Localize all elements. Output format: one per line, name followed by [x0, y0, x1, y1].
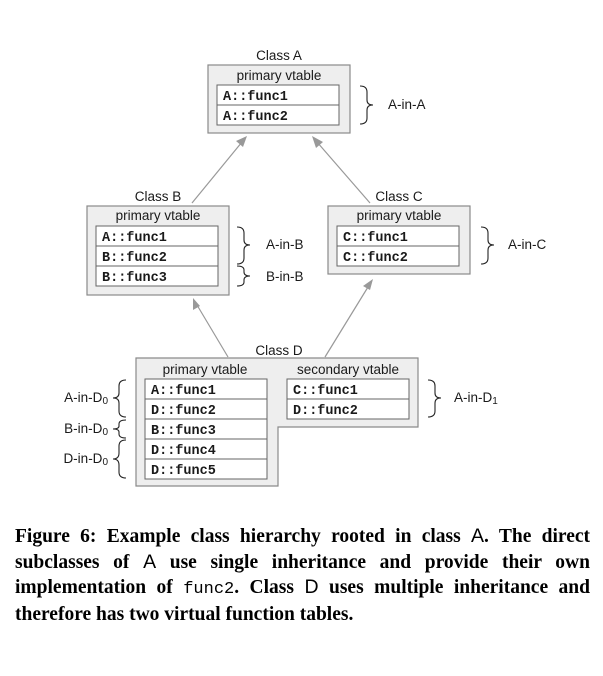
vtable-entry: B::func3 [151, 424, 216, 439]
brace-d-in-d0 [112, 439, 127, 479]
arrowhead-c-to-a [312, 136, 323, 148]
caption-class-name: A [143, 550, 157, 573]
region-label-a-in-b: A-in-B [266, 237, 304, 252]
region-subscript: 1 [492, 396, 498, 407]
region-label-a-in-a: A-in-A [388, 97, 426, 112]
arrowhead-d-to-b [193, 298, 200, 310]
region-label-b-in-d0: B-in-D0 [64, 421, 108, 438]
arrow-b-to-a [191, 141, 243, 204]
class-hierarchy-diagram: Class A primary vtable A::func1 A::func2… [63, 48, 547, 487]
vtable-entry-cell [216, 104, 340, 126]
inheritance-arrows [191, 136, 373, 358]
vtable-entry: B::func2 [102, 251, 167, 266]
vtable-entry: A::func2 [223, 110, 288, 125]
brace-b-in-b [236, 265, 251, 287]
region-label-a-in-d1: A-in-D1 [454, 390, 498, 407]
caption-class-name: A [471, 525, 485, 547]
brace-a-in-c [480, 226, 495, 265]
brace-a-in-d1 [427, 379, 442, 418]
arrow-d-to-c [324, 286, 369, 358]
arrow-d-to-b [196, 304, 229, 358]
vtable-entry: C::func1 [293, 384, 358, 399]
class-b-vtable-label: primary vtable [116, 208, 201, 223]
class-d-primary-label: primary vtable [163, 362, 248, 377]
vtable-entry: D::func2 [151, 404, 216, 419]
brace-a-in-a [359, 85, 374, 125]
region-label-a-in-d0: A-in-D0 [64, 390, 108, 407]
class-c-vtable-label: primary vtable [357, 208, 442, 223]
caption-class-name: D [304, 576, 319, 598]
region-subscript: 0 [102, 457, 108, 468]
vtable-entry: D::func2 [293, 404, 358, 419]
vtable-entry: C::func1 [343, 231, 408, 246]
brace-a-in-b [236, 226, 251, 265]
vtable-entry: A::func1 [223, 90, 288, 105]
class-a: Class A primary vtable A::func1 A::func2… [207, 48, 426, 134]
class-c: Class C primary vtable C::func1 C::func2… [327, 189, 547, 275]
region-label-a-in-c: A-in-C [508, 237, 547, 252]
caption-func-name: func2 [183, 580, 235, 599]
arrowhead-b-to-a [236, 136, 247, 147]
vtable-entry-cell [286, 398, 410, 420]
region-label-b-in-b: B-in-B [266, 269, 304, 284]
vtable-entry: D::func5 [151, 464, 216, 479]
vtable-entry-cell [95, 265, 219, 287]
region-subscript: 0 [102, 396, 108, 407]
class-c-title: Class C [375, 189, 423, 204]
brace-b-in-d0 [112, 419, 127, 439]
vtable-entry: B::func3 [102, 271, 167, 286]
vtable-entry-cell [144, 458, 268, 480]
brace-a-in-d0 [112, 379, 127, 418]
arrow-c-to-a [316, 141, 371, 204]
region-label-d-in-d0: D-in-D0 [63, 451, 108, 468]
vtable-entry: C::func2 [343, 251, 408, 266]
region-subscript: 0 [102, 427, 108, 438]
class-a-title: Class A [256, 48, 302, 63]
class-a-vtable-label: primary vtable [237, 68, 322, 83]
vtable-entry: A::func1 [102, 231, 167, 246]
vtable-entry-cell [336, 245, 460, 267]
figure-caption: Figure 6: Example class hierarchy rooted… [15, 525, 590, 625]
vtable-entry: D::func4 [151, 444, 216, 459]
class-b-title: Class B [135, 189, 182, 204]
class-d: Class D primary vtable secondary vtable … [63, 343, 498, 487]
class-d-title: Class D [255, 343, 303, 358]
vtable-entry: A::func1 [151, 384, 216, 399]
class-b: Class B primary vtable A::func1 B::func2… [86, 189, 304, 296]
arrowhead-d-to-c [363, 279, 373, 290]
class-d-secondary-label: secondary vtable [297, 362, 399, 377]
